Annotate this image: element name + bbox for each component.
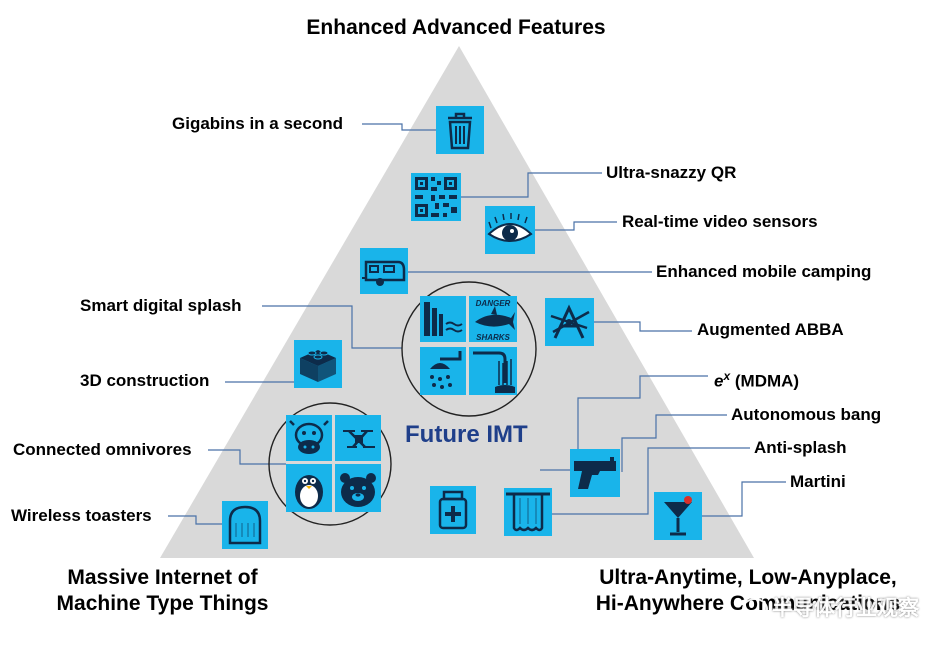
label-gigabins: Gigabins in a second <box>172 114 343 133</box>
cow-icon <box>286 415 332 461</box>
toast-icon <box>222 501 268 549</box>
leader-omnivores <box>208 449 286 465</box>
leader-qr <box>461 172 602 198</box>
lego-brick-icon <box>294 340 342 388</box>
label-smart-digital-splash: Smart digital splash <box>80 296 242 315</box>
label-mobile-camping: Enhanced mobile camping <box>656 262 872 281</box>
label-ultra-snazzy-qr: Ultra-snazzy QR <box>606 163 737 182</box>
mdma-rest: (MDMA) <box>730 371 800 391</box>
leader-video <box>535 221 617 231</box>
leader-lines <box>168 123 786 525</box>
mdma-base: e <box>714 371 724 391</box>
leader-bang <box>621 414 727 472</box>
shark-sign-top-text: DANGER <box>476 299 511 308</box>
leader-martini <box>702 481 786 517</box>
towel-icon <box>504 488 552 536</box>
leader-antisplash <box>552 447 750 515</box>
leader-toasters <box>168 515 222 525</box>
label-mdma: ex (MDMA) <box>714 366 799 392</box>
label-anti-splash: Anti-splash <box>754 438 847 457</box>
label-connected-omnivores: Connected omnivores <box>13 440 192 459</box>
penguin-icon <box>286 464 332 512</box>
abba-icon <box>545 298 594 346</box>
gun-icon <box>570 449 620 497</box>
label-wireless-toasters: Wireless toasters <box>11 506 152 525</box>
leader-gigabins <box>362 123 436 131</box>
label-autonomous-bang: Autonomous bang <box>731 405 882 424</box>
trash-icon <box>436 106 484 154</box>
circle-bottom-group <box>268 402 392 526</box>
circle-top-group <box>401 281 537 417</box>
corner-left-line-2: Machine Type Things <box>56 592 269 615</box>
corner-left-caption: Massive Internet of Machine Type Things <box>30 565 295 617</box>
waterfall-icon <box>469 347 517 395</box>
drone-icon <box>335 415 381 461</box>
label-3d-construction: 3D construction <box>80 371 210 390</box>
eye-icon <box>485 206 535 254</box>
shark-icon: DANGER SHARKS <box>469 296 517 342</box>
diagram-title: Enhanced Advanced Features <box>306 16 606 39</box>
leader-abba <box>594 321 692 332</box>
label-real-time-video: Real-time video sensors <box>622 212 818 231</box>
shower-icon <box>420 347 466 395</box>
qr-code-icon <box>411 173 461 221</box>
label-martini: Martini <box>790 472 846 491</box>
camper-icon <box>360 248 408 294</box>
bear-icon <box>335 464 381 512</box>
watermark-text: 半导体行业观察 <box>772 597 919 620</box>
dam-icon <box>420 296 466 342</box>
mdma-superscript: x <box>723 369 731 383</box>
leader-splash <box>262 305 402 349</box>
corner-right-line-1: Ultra-Anytime, Low-Anyplace, <box>599 566 897 589</box>
corner-left-line-1: Massive Internet of <box>67 566 258 589</box>
label-augmented-abba: Augmented ABBA <box>697 320 844 339</box>
watermark: 半导体行业观察 <box>742 592 919 622</box>
wechat-icon <box>742 598 768 621</box>
shark-sign-bottom-text: SHARKS <box>476 333 510 342</box>
center-title: Future IMT <box>405 421 528 448</box>
martini-icon <box>654 492 702 540</box>
medicine-icon <box>430 486 476 534</box>
